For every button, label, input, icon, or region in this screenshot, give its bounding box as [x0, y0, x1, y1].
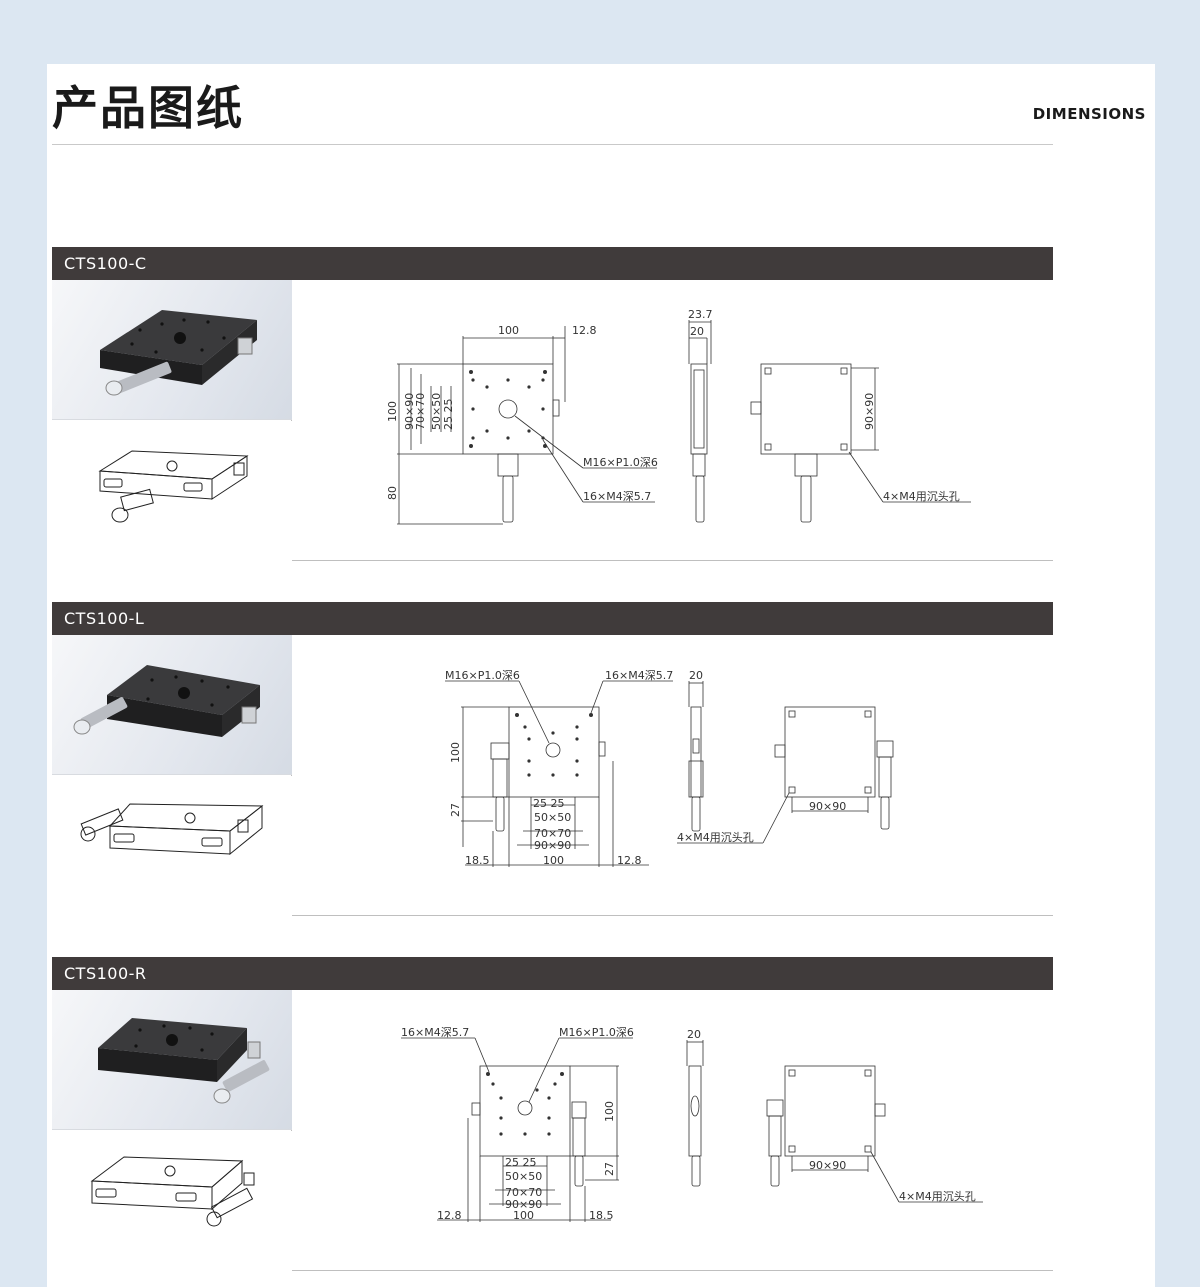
stage-line-image — [80, 803, 264, 856]
label-center-thread: M16×P1.0深6 — [445, 669, 520, 682]
dim-holes-50: 50×50 — [534, 811, 571, 824]
product-images — [52, 635, 292, 916]
section-header: CTS100-C — [52, 247, 1053, 280]
title-divider — [52, 144, 1053, 145]
dim-holes-90: 90×90 — [403, 393, 416, 430]
cts100-l-drawing: M16×P1.0深6 16×M4深5.7 100 27 25 25 50×50 … — [445, 669, 894, 867]
label-counterbore: 4×M4用沉头孔 — [899, 1190, 976, 1203]
label-center-thread: M16×P1.0深6 — [559, 1026, 634, 1039]
stage-render-image — [98, 1018, 270, 1104]
dim-height-100: 100 — [603, 1101, 616, 1122]
label-mount-holes: 16×M4深5.7 — [605, 669, 673, 682]
section-header: CTS100-L — [52, 602, 1053, 635]
dim-height-27: 27 — [449, 803, 462, 817]
section-body: 16×M4深5.7 M16×P1.0深6 100 27 25 25 50×50 … — [52, 990, 1053, 1271]
product-images — [52, 990, 292, 1271]
dim-holes-90: 90×90 — [505, 1198, 542, 1211]
dim-offset-12-8: 12.8 — [617, 854, 642, 867]
section-body: 100 12.8 100 80 90×90 70×70 50×50 25 25 … — [52, 280, 1053, 561]
section-cts100-c: CTS100-C — [52, 247, 1053, 561]
dim-width-100: 100 — [513, 1209, 534, 1222]
dim-height-80: 80 — [386, 486, 399, 500]
dim-height-100: 100 — [449, 742, 462, 763]
dim-width-100: 100 — [543, 854, 564, 867]
section-cts100-l: CTS100-L — [52, 602, 1053, 916]
dim-holes-50: 50×50 — [430, 393, 443, 430]
dim-height-27: 27 — [603, 1162, 616, 1176]
dim-bottom-90: 90×90 — [863, 393, 876, 430]
product-line-drawing — [52, 776, 292, 916]
dim-height-100: 100 — [386, 401, 399, 422]
center-hole — [498, 399, 518, 419]
top-view-plate — [462, 363, 554, 455]
label-mount-holes: 16×M4深5.7 — [401, 1026, 469, 1039]
section-header: CTS100-R — [52, 957, 1053, 990]
section-cts100-r: CTS100-R — [52, 957, 1053, 1271]
dim-offset-18-5: 18.5 — [465, 854, 490, 867]
dim-holes-25: 25 25 — [442, 399, 455, 431]
dim-offset-12-8: 12.8 — [572, 324, 597, 337]
stage-line-image — [98, 450, 249, 523]
cts100-r-drawing: 16×M4深5.7 M16×P1.0深6 100 27 25 25 50×50 … — [401, 1026, 983, 1222]
dim-holes-50: 50×50 — [505, 1170, 542, 1183]
dim-holes-25: 25 25 — [505, 1156, 537, 1169]
page-title: 产品图纸 — [52, 81, 244, 135]
dim-holes-70: 70×70 — [534, 827, 571, 840]
dim-offset-18-5: 18.5 — [589, 1209, 614, 1222]
dim-side-20: 20 — [689, 669, 703, 682]
dim-side-20: 20 — [687, 1028, 701, 1041]
dim-holes-70: 70×70 — [414, 393, 427, 430]
dim-side-20: 20 — [690, 325, 704, 338]
product-render — [52, 635, 292, 775]
product-line-drawing — [52, 1131, 292, 1271]
dim-holes-90: 90×90 — [534, 839, 571, 852]
dim-bottom-90: 90×90 — [809, 1159, 846, 1172]
label-mount-holes: 16×M4深5.7 — [583, 490, 651, 503]
dim-bottom-90: 90×90 — [809, 800, 846, 813]
product-images — [52, 280, 292, 561]
dimension-drawing: 100 12.8 100 80 90×90 70×70 50×50 25 25 … — [293, 280, 1053, 561]
dim-holes-70: 70×70 — [505, 1186, 542, 1199]
dim-side-23-7: 23.7 — [688, 308, 713, 321]
product-line-drawing — [52, 421, 292, 561]
stage-line-image — [90, 1156, 255, 1227]
dimension-drawing: M16×P1.0深6 16×M4深5.7 100 27 25 25 50×50 … — [293, 635, 1053, 916]
stage-render-image — [73, 665, 260, 737]
stage-render-image — [100, 310, 257, 396]
dim-width-100: 100 — [498, 324, 519, 337]
dimension-drawing: 16×M4深5.7 M16×P1.0深6 100 27 25 25 50×50 … — [293, 990, 1053, 1271]
dim-holes-25: 25 25 — [533, 797, 565, 810]
label-center-thread: M16×P1.0深6 — [583, 456, 658, 469]
page-subtitle: DIMENSIONS — [1032, 105, 1146, 123]
product-render — [52, 280, 292, 420]
section-body: M16×P1.0深6 16×M4深5.7 100 27 25 25 50×50 … — [52, 635, 1053, 916]
cts100-c-drawing: 100 12.8 100 80 90×90 70×70 50×50 25 25 … — [386, 308, 971, 525]
dim-offset-12-8: 12.8 — [437, 1209, 462, 1222]
label-counterbore: 4×M4用沉头孔 — [883, 490, 960, 503]
label-counterbore: 4×M4用沉头孔 — [677, 831, 754, 844]
product-render — [52, 990, 292, 1130]
